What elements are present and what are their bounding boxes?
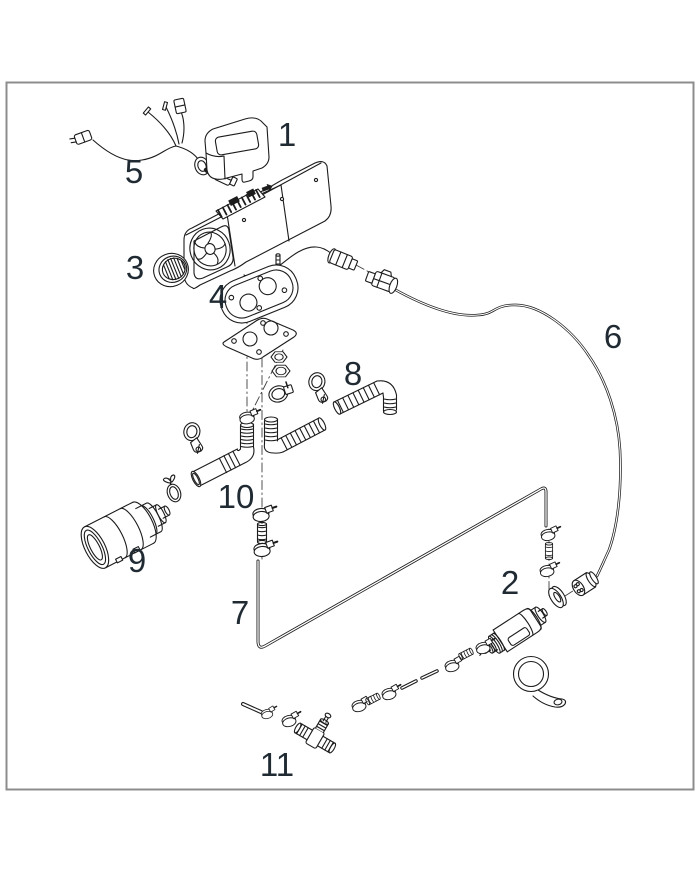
callout-6: 6 [604,318,622,355]
hose-clamp [540,525,562,542]
combustion-air-hose-a [332,380,398,416]
fuel-line [256,486,548,649]
terminal-strip [215,188,266,220]
fuel-pump [479,571,599,708]
hose-clamp [351,695,372,713]
callout-8: 8 [344,355,362,392]
cable-clip [183,422,204,454]
hose-clamp [239,408,262,425]
hex-nut [270,351,288,363]
mounting-plate [222,317,297,360]
callout-2: 2 [501,564,519,601]
callout-1: 1 [278,116,296,153]
wire-terminal [142,106,152,116]
hose-stub [458,647,474,661]
callout-3: 3 [126,249,144,286]
hose-clamp [260,705,278,720]
fuel-tee-kit [241,637,496,754]
harness-branch-plug [173,97,187,115]
air-intake-grille [153,252,189,288]
cable-heater-connector [365,269,399,294]
callout-4: 4 [209,278,227,315]
pump-inlet-clamps [539,525,562,578]
cover-top-panel [214,130,260,156]
callout-5: 5 [125,153,143,190]
pump-grommet [548,585,567,609]
callout-9: 9 [128,542,146,579]
pump-connector [571,571,599,597]
heater-plug [327,248,359,271]
exhaust-flex-pipe [190,421,255,488]
callout-10: 10 [218,478,255,515]
hex-nut [271,364,291,378]
cable-clip [308,372,329,404]
exhaust-pipe-clamp [268,381,294,403]
exhaust-muffler [80,500,171,569]
hose-clamp [381,683,402,701]
pump-mount-clamp [512,655,567,708]
hose-stub [365,692,381,706]
hose-clamp [475,637,496,655]
wire-terminal [161,101,169,111]
t-connector [293,712,337,754]
callout-11: 11 [260,746,294,783]
pump-cable [365,269,622,578]
hose-stub [256,521,268,545]
hose-stub [544,542,554,560]
callout-7: 7 [231,594,249,631]
hose-clamp [281,710,302,728]
heater-cover [204,117,270,183]
hose-clamp [252,504,278,523]
harness-plug-small [69,129,93,145]
heater-unit [183,160,359,290]
flange-gasket [219,264,299,324]
fan-housing-frame [193,225,234,280]
direction-arrow [261,183,273,192]
combustion-air-hose-b [263,416,327,454]
callout-labels: 1 5 3 4 8 6 10 9 7 2 11 [125,116,622,783]
clamp-set-10 [252,504,279,558]
hose-clamp [253,539,279,558]
diagram-frame [5,81,695,791]
wing-clamp [162,474,182,503]
hose-clamp [539,561,561,578]
